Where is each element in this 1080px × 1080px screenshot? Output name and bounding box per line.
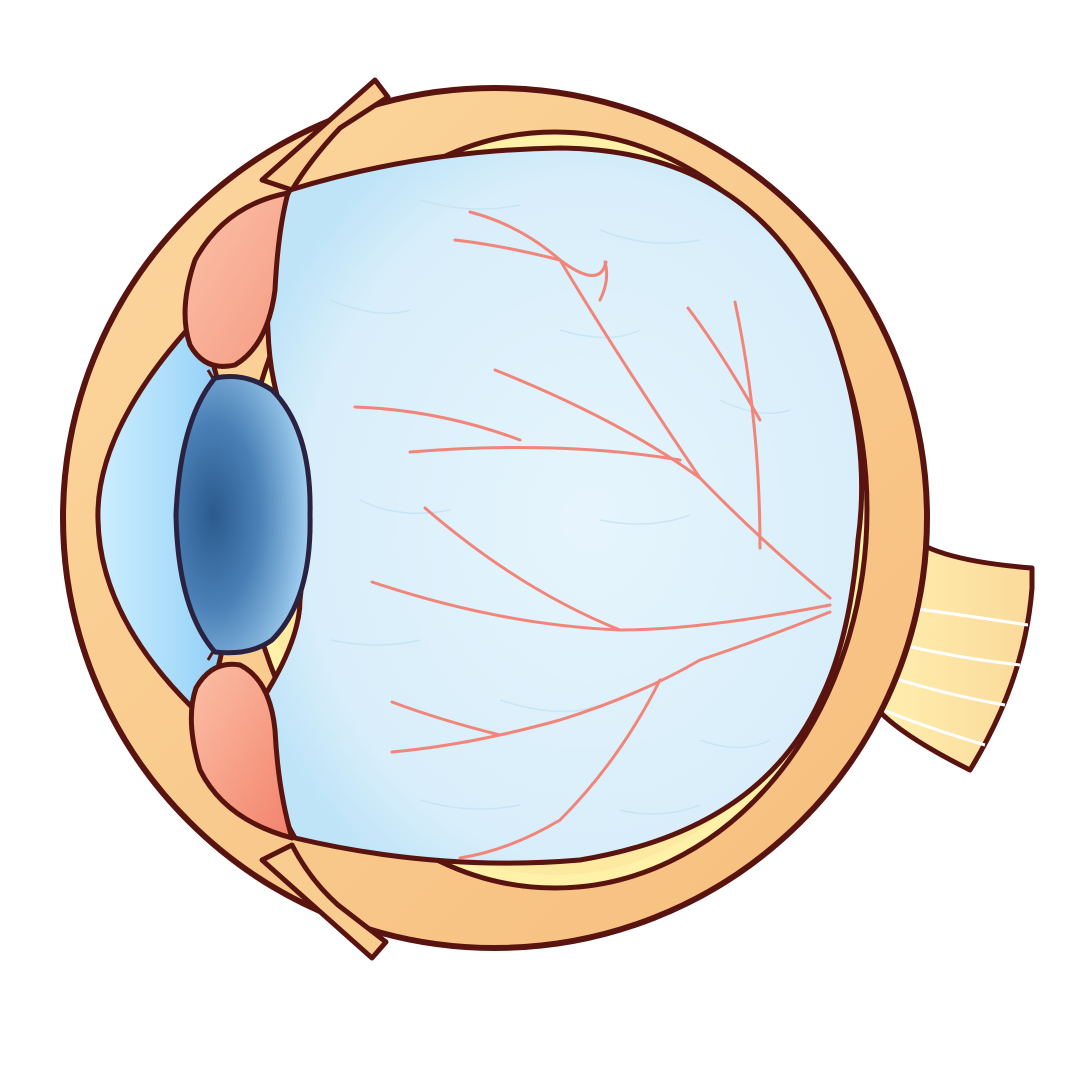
retinal-vessels [353, 210, 832, 860]
lens [173, 374, 313, 656]
ciliary-body-bottom [188, 661, 295, 841]
ciliary-body-top [182, 190, 291, 369]
vitreous-texture [329, 199, 791, 815]
vitreous-body [256, 145, 865, 866]
